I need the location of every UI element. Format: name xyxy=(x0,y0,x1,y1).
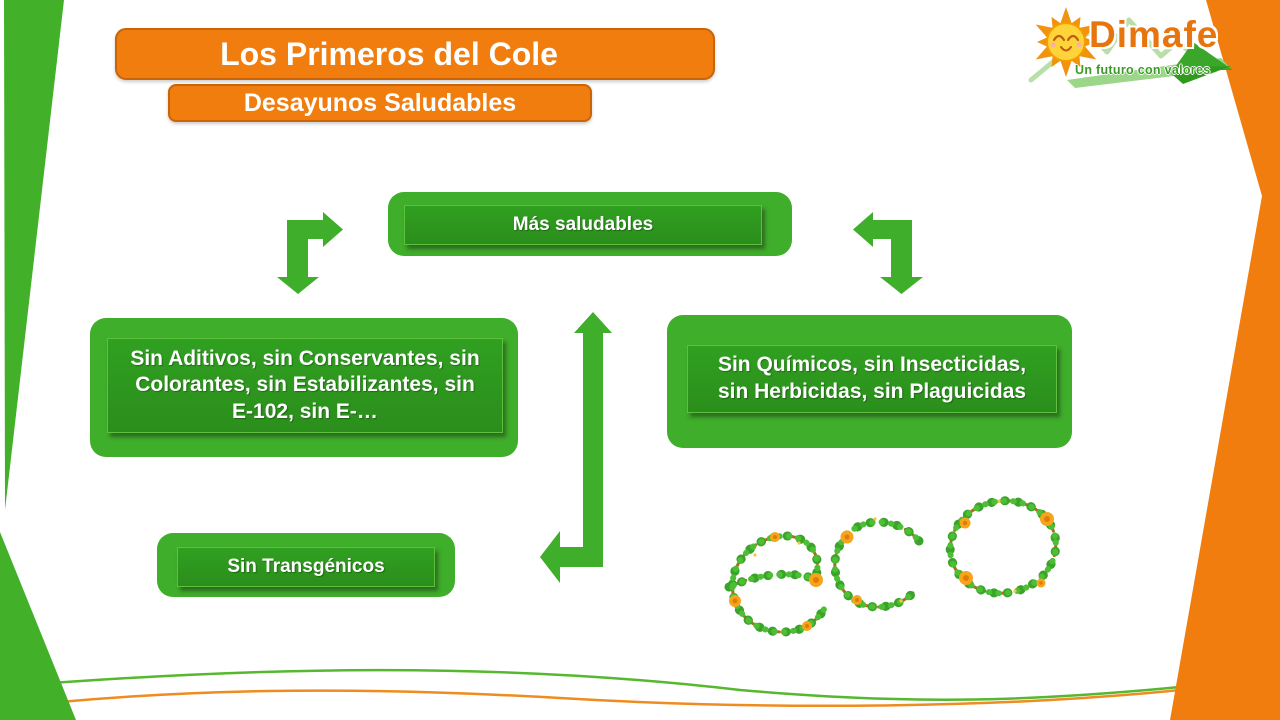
elbow-arrow-middle xyxy=(540,312,612,583)
node-inner-panel: Sin Transgénicos xyxy=(177,547,435,587)
logo-tagline: Un futuro con valores xyxy=(1075,63,1211,77)
slide-subtitle: Desayunos Saludables xyxy=(243,88,517,117)
dimafe-logo: Dimafe Un futuro con valores xyxy=(1025,6,1243,98)
eco-wreath-decoration xyxy=(724,496,1061,637)
right-wedge xyxy=(1170,0,1280,720)
elbow-arrow-left xyxy=(277,212,343,294)
logo-graphic xyxy=(1028,7,1233,88)
title-banner: Los Primeros del Cole xyxy=(115,28,715,80)
eco-letter-o xyxy=(948,499,1058,595)
logo-wordmark: Dimafe xyxy=(1089,14,1219,55)
logo-swoosh-dark xyxy=(1165,66,1231,84)
bottom-wave-orange xyxy=(0,686,1280,710)
subtitle-banner: Desayunos Saludables xyxy=(168,84,592,122)
bottom-wave-green xyxy=(0,668,1280,701)
sun-icon xyxy=(1035,7,1097,77)
eco-letter-e xyxy=(727,534,829,634)
node-inner-panel: Sin Aditivos, sin Conservantes, sin Colo… xyxy=(107,338,503,433)
slide-title: Los Primeros del Cole xyxy=(220,35,558,72)
mountain-dark xyxy=(1173,42,1233,70)
eco-letter-c xyxy=(833,520,921,609)
node-mas-saludables: Más saludables xyxy=(388,192,792,256)
node-bottom-label: Sin Transgénicos xyxy=(227,555,385,577)
elbow-arrow-right xyxy=(853,212,923,294)
node-top-label: Más saludables xyxy=(512,213,654,235)
left-top-wedge xyxy=(4,0,64,510)
node-sin-aditivos: Sin Aditivos, sin Conservantes, sin Colo… xyxy=(90,318,518,457)
node-inner-panel: Más saludables xyxy=(404,205,762,245)
node-sin-quimicos: Sin Químicos, sin Insecticidas, sin Herb… xyxy=(667,315,1072,448)
node-left-label: Sin Aditivos, sin Conservantes, sin Colo… xyxy=(130,346,480,423)
node-right-label: Sin Químicos, sin Insecticidas, sin Herb… xyxy=(717,353,1027,403)
left-bottom-wedge xyxy=(0,532,76,720)
node-sin-transgenicos: Sin Transgénicos xyxy=(157,533,455,597)
node-inner-panel: Sin Químicos, sin Insecticidas, sin Herb… xyxy=(687,345,1057,413)
eco-flowers xyxy=(729,499,1054,631)
